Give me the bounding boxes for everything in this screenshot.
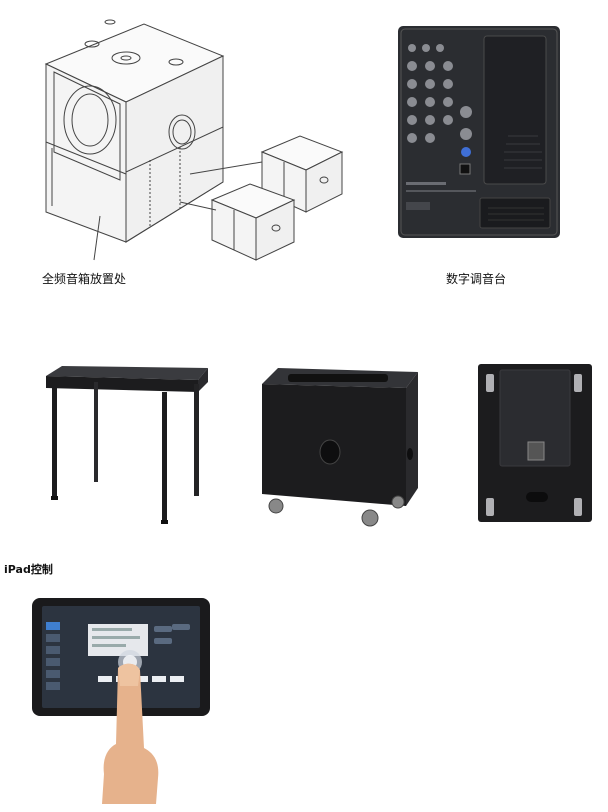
cabinet-front-image <box>258 366 422 530</box>
speaker-placement-caption: 全频音箱放置处 <box>42 272 127 286</box>
mixer-panel-image <box>398 26 560 238</box>
cabinet-top-image <box>478 362 592 526</box>
subwoofer-diagram <box>30 2 360 264</box>
ipad-control-heading: iPad控制 <box>4 563 53 576</box>
ipad-image <box>32 598 212 804</box>
digital-mixer-caption: 数字调音台 <box>446 272 507 286</box>
table-image <box>38 362 214 528</box>
